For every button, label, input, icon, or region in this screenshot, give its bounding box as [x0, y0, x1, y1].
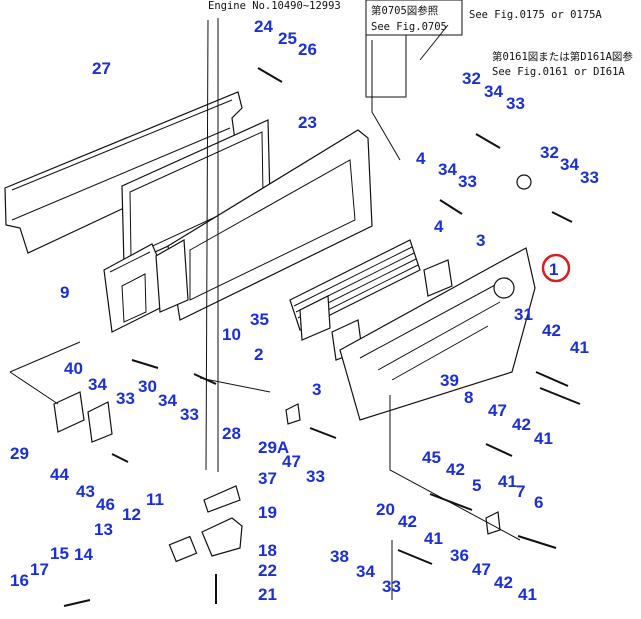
callout-label: 9	[60, 283, 69, 302]
plate-35	[167, 129, 373, 321]
callout-label: 34	[158, 391, 177, 410]
plate-47-left	[285, 403, 301, 425]
callout-label: 33	[506, 94, 525, 113]
callout-label: 46	[96, 495, 115, 514]
callout-label: 42	[398, 512, 417, 531]
callout-label: 34	[560, 155, 579, 174]
callout-label: 41	[570, 338, 589, 357]
callout-label: 28	[222, 424, 241, 443]
callout-label: 21	[258, 585, 277, 604]
ref-0161-en: See Fig.0161 or DI61A	[492, 66, 625, 78]
flange-19	[203, 485, 241, 513]
callout-label: 15	[50, 544, 69, 563]
thermostat-11	[201, 517, 243, 557]
callout-label: 41	[518, 585, 537, 604]
ref-0705-en: See Fig.0705	[371, 21, 447, 33]
callout-label: 33	[116, 389, 135, 408]
callout-label: 4	[416, 149, 426, 168]
ref-0161-jp: 第0161図または第D161A図参	[492, 50, 633, 63]
callout-label: 24	[254, 17, 273, 36]
callout-label: 42	[512, 415, 531, 434]
callout-label: 11	[146, 490, 164, 509]
callout-label: 41	[498, 472, 517, 491]
callout-label: 44	[50, 465, 69, 484]
cooler-core-2	[289, 239, 421, 341]
callout-label: 33	[180, 405, 199, 424]
callout-label: 32	[540, 143, 559, 162]
ref-0175-en: See Fig.0175 or 0175A	[469, 9, 602, 21]
bolts	[63, 67, 581, 607]
callout-label: 17	[30, 560, 49, 579]
gasket-3-upper	[423, 259, 453, 297]
callout-label: 36	[450, 546, 469, 565]
callout-label: 41	[424, 529, 443, 548]
callout-label: 30	[138, 377, 157, 396]
callout-label: 33	[382, 577, 401, 596]
callout-label: 41	[534, 429, 553, 448]
cylinder-12	[168, 535, 198, 563]
plate-47-bottom	[485, 511, 501, 535]
callout-label: 42	[446, 460, 465, 479]
callout-label: 12	[122, 505, 141, 524]
callout-label: 38	[330, 547, 349, 566]
port-1	[493, 277, 515, 299]
callout-labels: 2724252623935102433434333234333234333142…	[0, 0, 599, 604]
callout-label: 27	[92, 59, 111, 78]
callout-highlight: 1	[549, 260, 558, 279]
callout-label: 43	[76, 482, 95, 501]
plate-43	[87, 401, 113, 443]
callout-label: 39	[440, 371, 459, 390]
engine-number-note: Engine No.10490~12993	[208, 0, 341, 12]
callout-label: 42	[542, 321, 561, 340]
callout-label: 34	[484, 82, 503, 101]
plate-44	[53, 391, 85, 433]
callout-label: 47	[488, 401, 507, 420]
callout-label: 47	[472, 560, 491, 579]
callout-label: 32	[462, 69, 481, 88]
callout-label: 42	[494, 573, 513, 592]
callout-label: 13	[94, 520, 113, 539]
callout-label: 4	[434, 217, 444, 236]
callout-label: 35	[250, 310, 269, 329]
callout-label: 26	[298, 40, 317, 59]
callout-label: 30	[0, 0, 19, 4]
callout-label: 33	[458, 172, 477, 191]
callout-label: 19	[258, 503, 277, 522]
callout-label: 33	[580, 168, 599, 187]
fitting-near-1	[516, 174, 532, 190]
ref-box-0705	[365, 0, 463, 36]
callout-label: 3	[312, 380, 321, 399]
callout-label: 2	[254, 345, 263, 364]
callout-label: 29A	[258, 438, 289, 457]
callout-label: 18	[258, 541, 277, 560]
callout-label: 7	[516, 482, 525, 501]
callout-label: 34	[438, 160, 457, 179]
corner-block	[155, 239, 189, 313]
callout-label: 10	[222, 325, 241, 344]
callout-label: 37	[258, 469, 277, 488]
cooler-case-1	[339, 247, 536, 421]
ref-box-bracket	[365, 34, 407, 98]
callout-label: 40	[64, 359, 83, 378]
callout-label: 8	[464, 388, 473, 407]
callout-label: 14	[74, 545, 93, 564]
callout-label: 31	[514, 305, 533, 324]
callout-label: 33	[306, 467, 325, 486]
callout-label: 23	[298, 113, 317, 132]
callout-label: 22	[258, 561, 277, 580]
callout-label: 47	[282, 452, 301, 471]
callout-label: 25	[278, 29, 297, 48]
callout-label: 34	[356, 562, 375, 581]
callout-label: 29	[10, 444, 29, 463]
callout-label: 45	[422, 448, 441, 467]
callout-label: 6	[534, 493, 543, 512]
callout-label: 3	[476, 231, 485, 250]
ref-0705-jp: 第0705図参照	[371, 4, 439, 17]
callout-label: 16	[10, 571, 29, 590]
highlight-ring	[541, 253, 571, 283]
callout-label: 5	[472, 476, 481, 495]
callout-label: 34	[88, 375, 107, 394]
callout-label: 20	[376, 500, 395, 519]
